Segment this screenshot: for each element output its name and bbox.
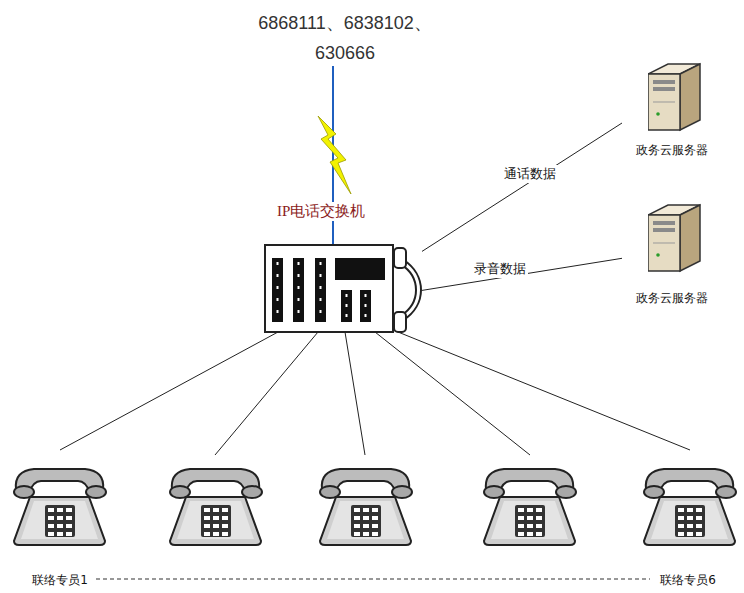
switch-port <box>346 294 348 320</box>
switch-card <box>315 258 326 322</box>
node-label: 联络专员1 <box>30 573 90 588</box>
phone-icon <box>170 469 262 545</box>
phone-node: 联络专员6 <box>638 450 738 588</box>
node-label: 联络专员6 <box>658 573 718 588</box>
phone-wire <box>215 332 318 455</box>
server-node: 政务云服务器 <box>622 200 722 306</box>
handset-mouthpiece <box>394 312 406 332</box>
switch-card <box>360 290 371 322</box>
switch-card <box>272 258 283 322</box>
switch-card <box>293 258 304 322</box>
phone-icon <box>484 469 576 545</box>
node-label: 政务云服务器 <box>634 143 710 158</box>
node-label: IP电话交换机 <box>275 202 367 221</box>
phone-icon <box>320 469 412 545</box>
range-dash <box>96 578 650 579</box>
switch-node: IP电话交换机 <box>262 202 422 332</box>
handset-earpiece <box>394 248 406 268</box>
connector-line <box>422 258 622 290</box>
phone-wire <box>375 332 530 455</box>
connector-line <box>398 332 690 450</box>
node-label: 政务云服务器 <box>634 291 710 306</box>
phone-icon <box>644 469 736 545</box>
switch-port <box>365 294 367 320</box>
connector-line <box>422 123 622 251</box>
phone-icon <box>14 469 106 545</box>
connector-line <box>60 332 278 450</box>
phone-wire <box>345 332 365 455</box>
switch-screen <box>335 258 385 280</box>
phone-numbers: 6868111、6838102、 630666 <box>245 8 445 68</box>
edge-label: 录音数据 <box>472 260 528 278</box>
switch-card <box>341 290 352 322</box>
edge-label: 通话数据 <box>502 165 558 183</box>
handset-fill <box>402 262 419 318</box>
lightning-symbol <box>318 116 351 194</box>
switch-port <box>277 262 279 318</box>
server-node: 政务云服务器 <box>622 58 722 158</box>
handset-outline <box>402 262 419 318</box>
switch-port <box>320 262 322 318</box>
switch-housing <box>265 245 393 332</box>
server-icon <box>648 205 700 271</box>
phone-node: 联络专员1 <box>8 450 112 588</box>
server-icon <box>648 64 700 130</box>
switch-port <box>298 262 300 318</box>
